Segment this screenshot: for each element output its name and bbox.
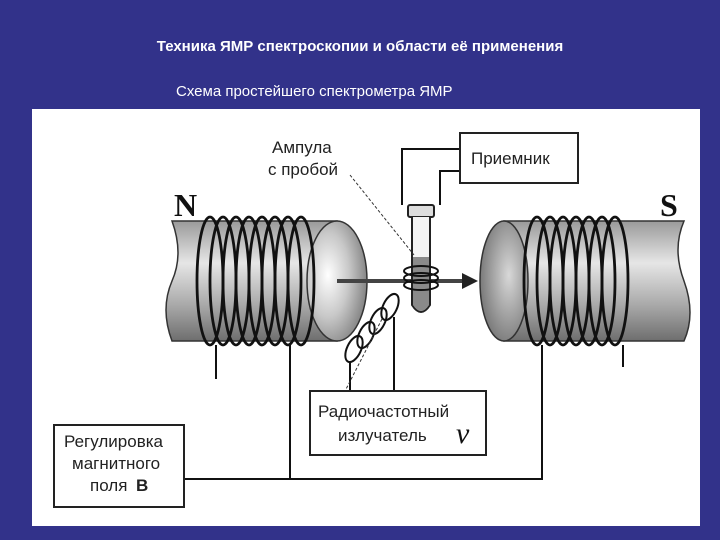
- sample-label-line1: Ампула: [272, 138, 332, 157]
- nmr-spectrometer-diagram: Ампула с пробой Приемник N S Радиочастот…: [53, 132, 691, 508]
- south-pole-label: S: [660, 187, 678, 223]
- field-control-line2: магнитного: [72, 454, 160, 473]
- north-coil: [195, 215, 316, 347]
- field-control-line3-symbol: B: [136, 476, 148, 495]
- rf-frequency-symbol: ν: [456, 417, 470, 450]
- field-arrow: [337, 273, 478, 289]
- sample-label-line2: с пробой: [268, 160, 338, 179]
- rf-label-line2: излучатель: [338, 426, 427, 445]
- receiver-coil: [403, 265, 439, 291]
- slide-title: Техника ЯМР спектроскопии и области её п…: [156, 38, 564, 55]
- north-pole-label: N: [174, 187, 197, 223]
- pointer-lines: [341, 174, 415, 398]
- wires: [184, 148, 624, 480]
- north-magnet: [165, 220, 368, 342]
- sample-tube: [407, 204, 435, 313]
- slide-subtitle: Схема простейшего спектрометра ЯМР: [176, 83, 453, 100]
- rf-label-line1: Радиочастотный: [318, 402, 449, 421]
- field-control-line3-text: поля: [90, 476, 127, 495]
- receiver-label: Приемник: [471, 149, 550, 168]
- rf-emitter-box: Радиочастотный излучатель ν: [309, 390, 487, 456]
- receiver-box: Приемник: [459, 132, 579, 184]
- south-coil: [522, 215, 630, 347]
- field-control-box: Регулировка магнитного поля B: [53, 424, 185, 508]
- diagram-panel: Ампула с пробой Приемник N S Радиочастот…: [32, 109, 700, 526]
- field-control-line1: Регулировка: [64, 432, 164, 451]
